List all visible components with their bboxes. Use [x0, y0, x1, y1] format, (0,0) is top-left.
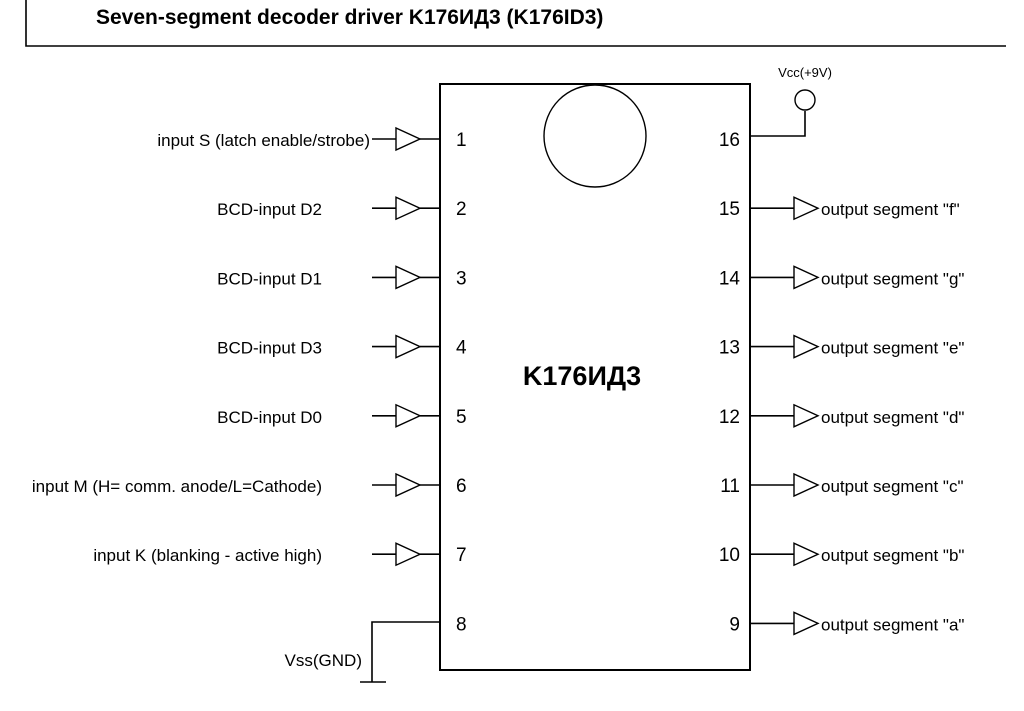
diagram-title: Seven-segment decoder driver K176ИД3 (K1… — [96, 6, 603, 29]
vcc-wire — [750, 111, 806, 137]
output-buffer-icon — [793, 403, 820, 428]
output-buffer-icon — [793, 265, 820, 290]
pin-label-3: BCD-input D1 — [217, 269, 322, 288]
pin-number-7: 7 — [456, 545, 467, 566]
pin-number-12: 12 — [719, 407, 740, 428]
pin-label-14: output segment "g" — [821, 269, 964, 288]
vss-label: Vss(GND) — [285, 651, 362, 670]
pin-label-4: BCD-input D3 — [217, 339, 322, 358]
output-buffer-icon — [793, 611, 820, 636]
pin-number-5: 5 — [456, 407, 467, 428]
output-buffer-icon — [793, 472, 820, 498]
input-buffer-icon — [395, 196, 422, 221]
pin-label-5: BCD-input D0 — [217, 408, 322, 427]
pin-label-9: output segment "a" — [821, 615, 964, 634]
pin-number-1: 1 — [456, 130, 467, 151]
pin-number-9: 9 — [729, 614, 740, 635]
pin-number-15: 15 — [719, 199, 740, 220]
title-frame — [25, 0, 1006, 47]
pin-number-6: 6 — [456, 476, 467, 497]
input-buffer-icon — [395, 265, 422, 290]
pin-number-14: 14 — [719, 268, 741, 289]
pin1-orientation-mark — [543, 84, 647, 188]
input-buffer-icon — [395, 334, 422, 359]
output-buffer-icon — [793, 196, 820, 221]
pin-number-11: 11 — [720, 476, 740, 497]
pin-label-6: input M (H= comm. anode/L=Cathode) — [32, 477, 322, 496]
input-buffer-icon — [395, 472, 422, 498]
input-buffer-icon — [395, 542, 422, 567]
pin-number-4: 4 — [456, 338, 467, 359]
output-buffer-icon — [793, 542, 820, 567]
pin-label-11: output segment "c" — [821, 477, 963, 496]
vcc-terminal-icon — [794, 89, 816, 111]
vcc-label: Vcc(+9V) — [778, 65, 832, 80]
chip-name: K176ИД3 — [523, 361, 641, 391]
output-buffer-icon — [793, 334, 820, 359]
pin-number-16: 16 — [719, 130, 740, 151]
pin-number-13: 13 — [719, 338, 740, 359]
pin-label-7: input K (blanking - active high) — [93, 546, 322, 565]
pin-number-10: 10 — [719, 545, 740, 566]
pin-label-12: output segment "d" — [821, 408, 964, 427]
pin-number-8: 8 — [456, 614, 467, 635]
pin-label-10: output segment "b" — [821, 546, 964, 565]
vss-wire — [371, 621, 440, 682]
input-buffer-icon — [395, 403, 422, 428]
pin-label-15: output segment "f" — [821, 200, 960, 219]
pin-number-3: 3 — [456, 268, 467, 289]
pin-label-13: output segment "e" — [821, 339, 964, 358]
input-buffer-icon — [395, 126, 422, 152]
pin-label-2: BCD-input D2 — [217, 200, 322, 219]
pin-label-1: input S (latch enable/strobe) — [157, 131, 370, 150]
pin-number-2: 2 — [456, 199, 467, 220]
right-pin-group: 16 15 output segment "f" 14 output segment "… — [719, 130, 964, 636]
